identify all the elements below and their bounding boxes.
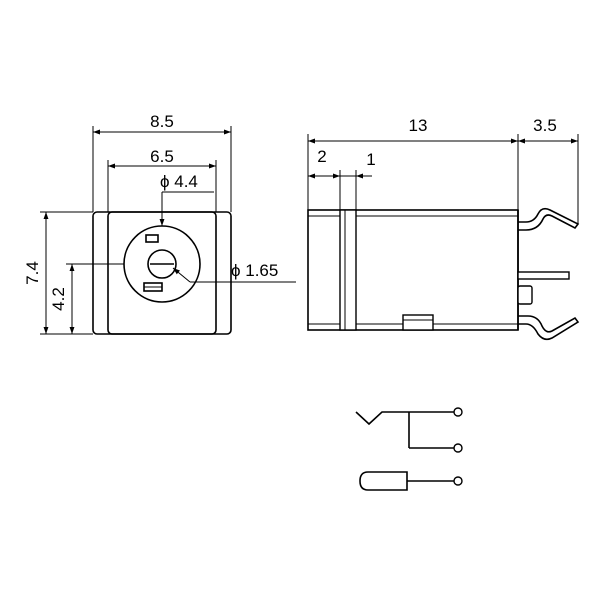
dim-front-ring-1: 2 xyxy=(317,147,326,166)
front-ring xyxy=(339,209,357,331)
dim-width-outer: 8.5 xyxy=(150,112,174,131)
dim-pin-diameter: ϕ 1.65 xyxy=(231,261,278,280)
front-body-outer xyxy=(92,211,232,335)
upper-slot xyxy=(145,234,159,243)
lower-pin xyxy=(518,315,580,341)
stub-pin xyxy=(517,285,533,305)
front-view: 8.5 6.5 ϕ 4.4 ϕ 1.65 7.4 4.2 xyxy=(23,112,296,335)
bottom-tab xyxy=(402,314,434,331)
dim-length: 13 xyxy=(409,116,428,135)
jack-schematic-symbol xyxy=(355,407,463,491)
terminal-1 xyxy=(453,407,463,417)
dim-hole-diameter: ϕ 4.4 xyxy=(160,172,198,191)
middle-pin xyxy=(517,271,570,280)
terminal-2 xyxy=(453,443,463,453)
dim-front-ring-2: 1 xyxy=(366,150,375,169)
plug-pin-symbol xyxy=(359,471,408,491)
dim-pin-extension: 3.5 xyxy=(533,116,557,135)
dim-height-total: 7.4 xyxy=(23,261,42,285)
terminal-3 xyxy=(453,476,463,486)
center-pin xyxy=(147,249,177,279)
side-view: 13 3.5 2 1 xyxy=(307,116,580,341)
dim-height-center: 4.2 xyxy=(49,287,68,311)
upper-pin xyxy=(518,207,580,231)
dim-width-inner: 6.5 xyxy=(150,147,174,166)
front-body-inner xyxy=(107,211,217,335)
